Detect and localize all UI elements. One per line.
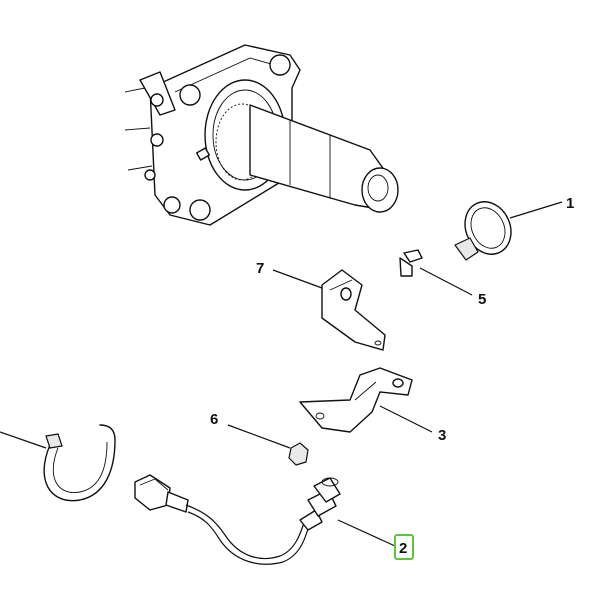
part-3-bracket [299, 367, 433, 433]
hub-assembly [124, 44, 399, 226]
callout-3: 3 [438, 427, 446, 444]
part-6-nut [227, 424, 309, 466]
callout-5: 5 [478, 291, 486, 308]
part-5-bolt [399, 249, 473, 296]
callout-2-highlight-box[interactable] [394, 534, 414, 560]
part-2-speed-sensor [134, 474, 396, 565]
callout-6: 6 [210, 411, 218, 428]
part-1-clamp [454, 201, 563, 261]
part-7-bracket [272, 269, 386, 351]
cable-tie [0, 424, 116, 502]
callout-2[interactable]: 2 [399, 540, 407, 557]
callout-1: 1 [566, 195, 574, 212]
callout-7: 7 [256, 260, 264, 277]
callout-labels: 1 5 7 3 6 2 [210, 195, 574, 560]
